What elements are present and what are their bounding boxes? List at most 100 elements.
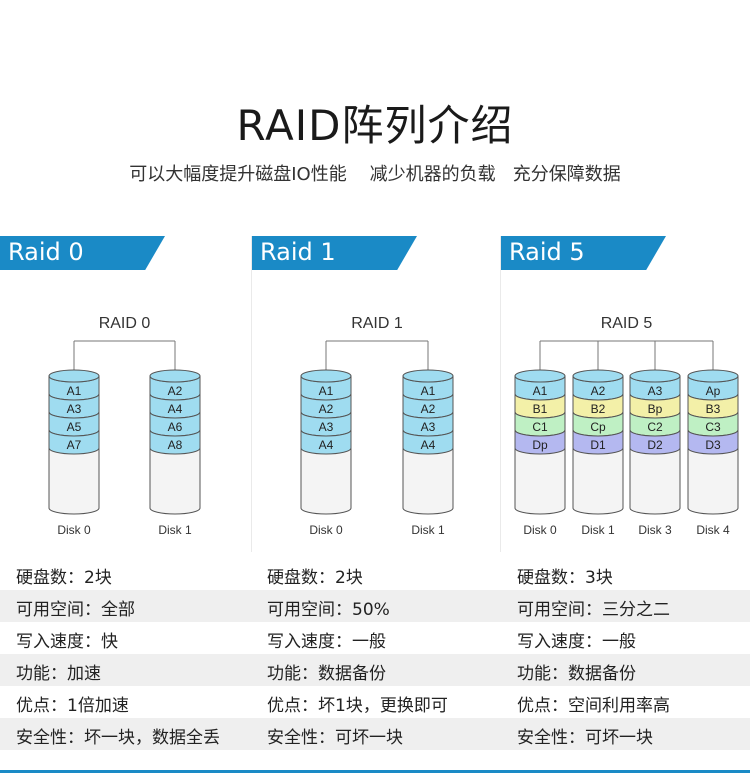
page-title: RAID阵列介绍 [236,101,514,150]
disk-top-cap [48,369,100,383]
data-block-label: A1 [533,384,548,398]
data-block-label: A5 [67,420,82,434]
raid-0-banner-label: Raid 0 [8,238,84,266]
data-block [48,429,100,455]
spec-row: 安全性：坏一块，数据全丢 安全性：可坏一块 安全性：可坏一块 [0,718,750,750]
data-block-label: D3 [705,438,721,452]
spec-cell: 功能：加速 [16,664,101,684]
data-block-label: D2 [647,438,663,452]
data-block [300,429,352,455]
spec-cell: 安全性：可坏一块 [267,728,403,748]
data-block [572,429,624,455]
data-block-label: A4 [168,402,183,416]
page-subtitle: 可以大幅度提升磁盘IO性能 减少机器的负载 充分保障数据 [129,164,621,185]
data-block-label: D1 [590,438,606,452]
data-block-label: C1 [532,420,548,434]
data-block-label: Ap [706,384,721,398]
raid-0-banner: Raid 0 [0,236,165,270]
data-block-label: C3 [705,420,721,434]
disk-label: Disk 4 [696,523,730,537]
spec-cell: 安全性：坏一块，数据全丢 [16,728,220,748]
data-block-label: A1 [421,384,436,398]
spec-row: 可用空间：全部可用空间：50%可用空间：三分之二 [0,590,750,622]
raid-5-banner: Raid 5 [501,236,666,270]
raid-diagram-label: RAID 0 [99,315,151,332]
data-block [687,429,739,455]
spec-cell: 优点：坏1块，更换即可 [267,696,448,716]
data-block [149,429,201,455]
spec-cell: 写入速度：一般 [517,632,636,652]
spec-cell: 可用空间：全部 [16,600,135,620]
data-block-label: A3 [319,420,334,434]
disk-top-cap [402,369,454,383]
spec-cell: 硬盘数：2块 [267,568,363,588]
spec-row: 写入速度：快 写入速度：一般 写入速度：一般 [0,622,750,654]
data-block-label: Cp [590,420,606,434]
disk-label: Disk 1 [411,523,445,537]
disk-label: Disk 0 [57,523,91,537]
spec-cell: 安全性：可坏一块 [517,728,653,748]
data-block-label: A3 [67,402,82,416]
spec-cell: 功能：数据备份 [517,664,636,684]
data-block-label: A8 [168,438,183,452]
data-block-label: A4 [319,438,334,452]
data-block-label: A2 [168,384,183,398]
raid-1-banner-label: Raid 1 [260,238,336,266]
disk-label: Disk 1 [581,523,615,537]
data-block-label: Dp [532,438,548,452]
spec-row: 硬盘数：2块 硬盘数：2块 硬盘数：3块 [0,558,750,590]
data-block-label: B2 [591,402,606,416]
spec-cell: 可用空间：三分之二 [517,600,670,620]
spec-row: 优点：1倍加速 优点：坏1块，更换即可 优点：空间利用率高 [0,686,750,718]
data-block-label: A4 [421,438,436,452]
data-block-label: A1 [319,384,334,398]
data-block-label: A3 [421,420,436,434]
spec-cell: 写入速度：快 [16,632,118,652]
disk-top-cap [629,369,681,383]
disk-top-cap [300,369,352,383]
raid-5-banner-label: Raid 5 [509,238,585,266]
disk-top-cap [572,369,624,383]
data-block [514,429,566,455]
data-block-label: B1 [533,402,548,416]
data-block-label: C2 [647,420,663,434]
spec-cell: 优点：1倍加速 [16,696,129,716]
data-block-label: A6 [168,420,183,434]
spec-cell: 硬盘数：2块 [16,568,112,588]
disk-top-cap [149,369,201,383]
spec-cell: 优点：空间利用率高 [517,696,670,716]
raid-1-banner: Raid 1 [252,236,417,270]
spec-cell: 写入速度：一般 [267,632,386,652]
data-block-label: A2 [319,402,334,416]
data-block-label: A1 [67,384,82,398]
data-block [629,429,681,455]
data-block-label: B3 [706,402,721,416]
spec-row: 功能：加速 功能：数据备份 功能：数据备份 [0,654,750,686]
spec-cell: 功能：数据备份 [267,664,386,684]
bottom-accent-line [0,770,750,773]
spec-cell: 硬盘数：3块 [517,568,613,588]
raid-diagram-label: RAID 5 [601,315,653,332]
disk-top-cap [687,369,739,383]
disk-label: Disk 0 [309,523,343,537]
disk-label: Disk 3 [638,523,672,537]
data-block-label: A2 [421,402,436,416]
data-block [402,429,454,455]
disk-label: Disk 0 [523,523,557,537]
data-block-label: A3 [648,384,663,398]
data-block-label: A2 [591,384,606,398]
